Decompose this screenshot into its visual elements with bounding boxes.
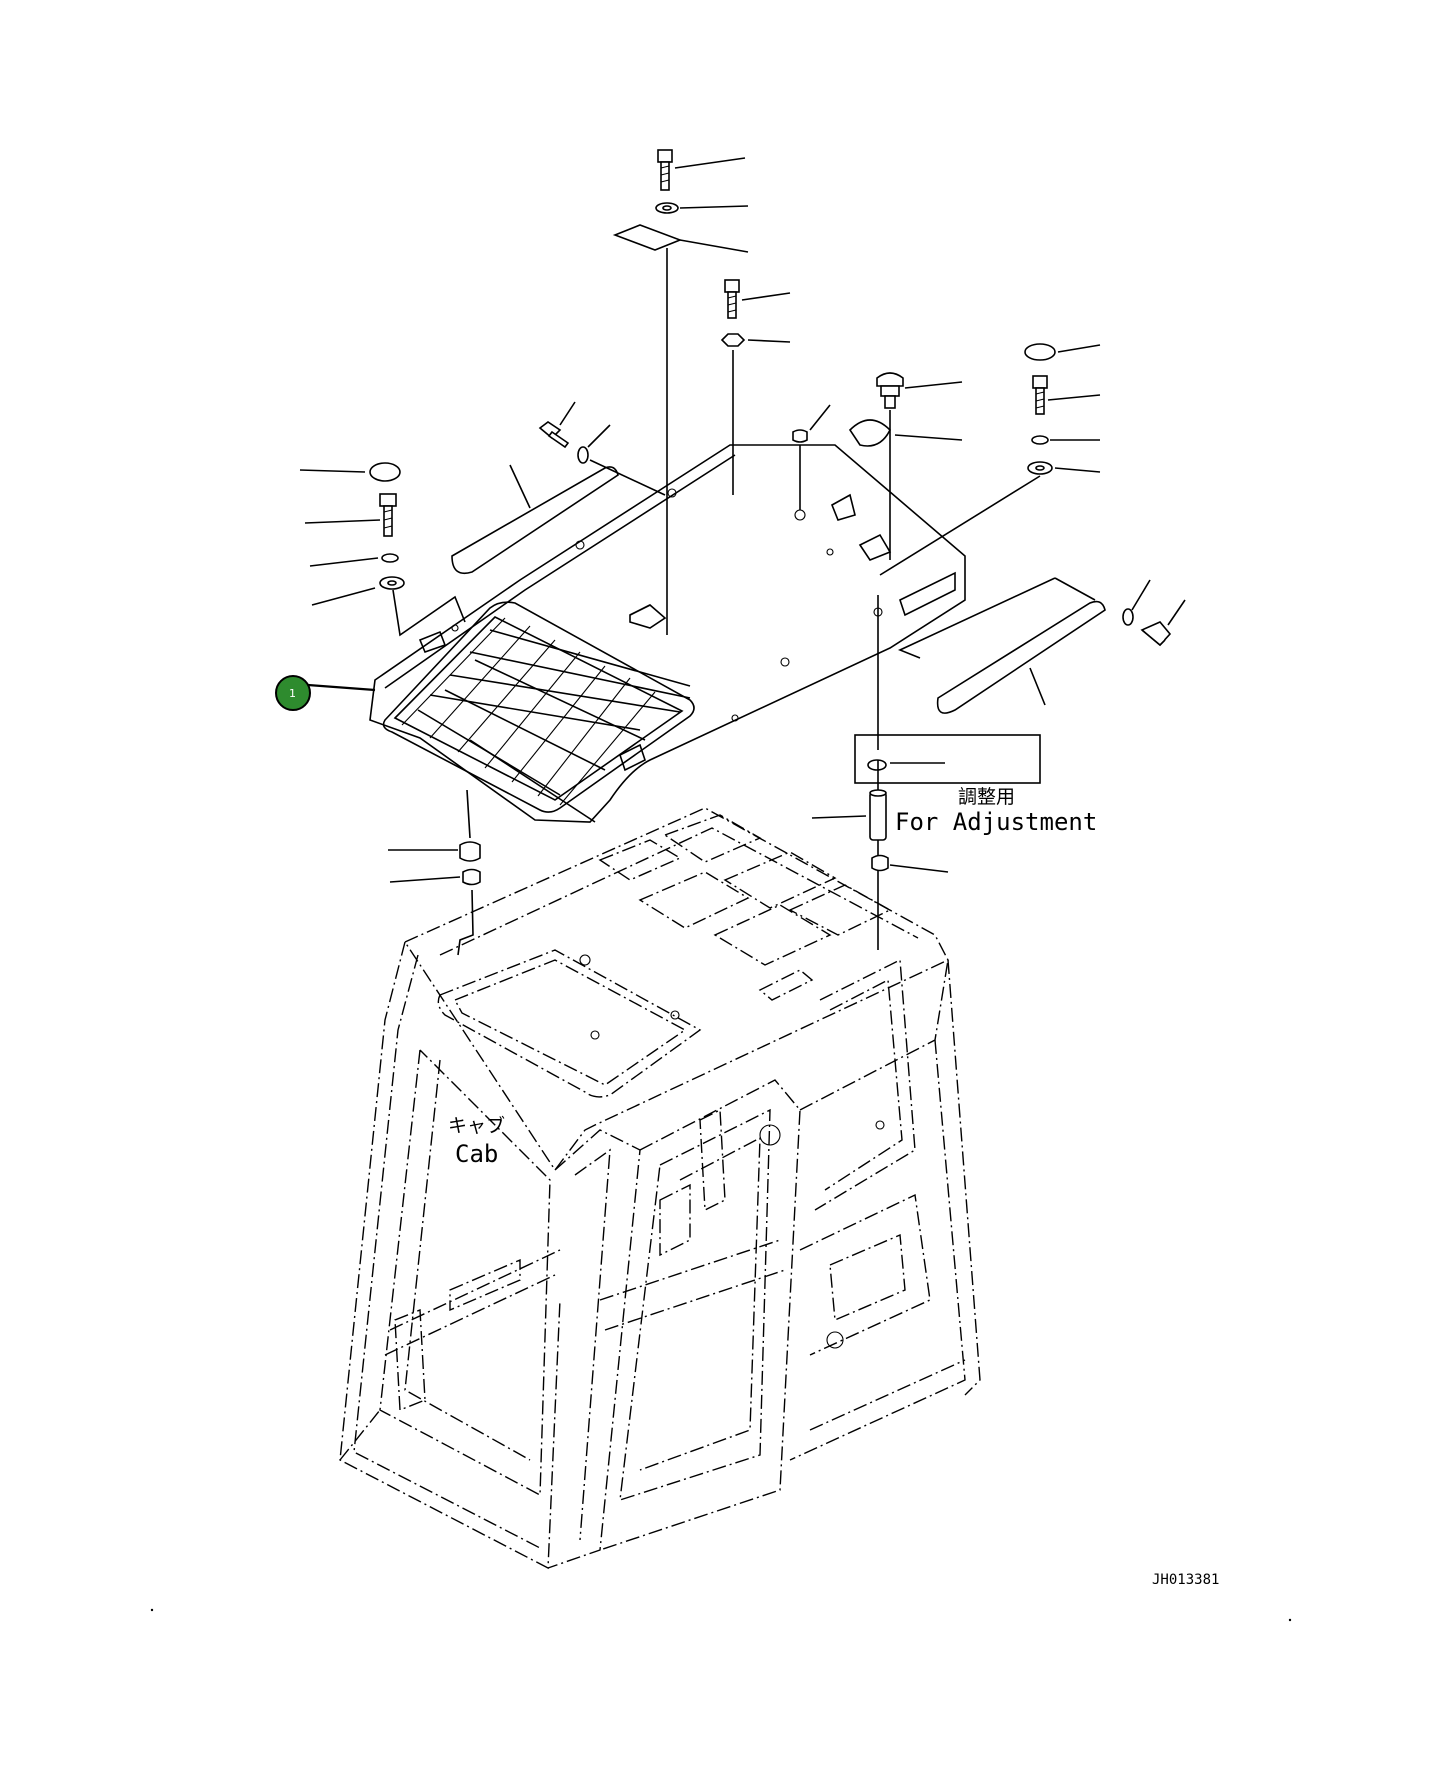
spacer-adjustment bbox=[811, 789, 887, 841]
rail-leader bbox=[897, 577, 1056, 659]
nut-middle bbox=[720, 333, 791, 495]
cap-right bbox=[1024, 343, 1101, 361]
nut-bottom-left bbox=[389, 868, 481, 886]
callout-1[interactable]: 1 bbox=[275, 675, 376, 711]
bolt-rail-right bbox=[1140, 599, 1186, 647]
leader-left-rail bbox=[509, 464, 531, 509]
corner-mark-right bbox=[1288, 1618, 1292, 1622]
washer-left-1 bbox=[309, 553, 399, 567]
washer-rail-right bbox=[1122, 579, 1151, 626]
cab-frame bbox=[339, 807, 981, 1570]
cab-label-jp: キャブ bbox=[448, 1114, 505, 1137]
bolt-top bbox=[657, 149, 746, 191]
bolt-left-angled bbox=[538, 401, 576, 449]
leader-bottom-left-top bbox=[466, 789, 471, 839]
leader-left-stack bbox=[392, 589, 466, 637]
right-rail bbox=[936, 600, 1106, 714]
adjustment-label-en: For Adjustment bbox=[895, 808, 1097, 836]
washer-right-2 bbox=[879, 461, 1101, 576]
cap-left bbox=[299, 462, 401, 482]
callout-circle[interactable] bbox=[275, 675, 311, 711]
washer-top bbox=[655, 202, 749, 214]
adjustment-label-jp: 調整用 bbox=[958, 786, 1015, 808]
corner-mark-left bbox=[150, 1608, 154, 1612]
bolt-right bbox=[1032, 375, 1101, 415]
bolt-left bbox=[304, 493, 397, 537]
bolt-middle bbox=[724, 279, 791, 319]
nut-bottom-right bbox=[871, 854, 949, 873]
callout-number: 1 bbox=[289, 687, 296, 700]
left-rail bbox=[451, 466, 619, 575]
leader-bottom-left bbox=[457, 889, 474, 956]
leader-left-angled bbox=[589, 459, 666, 496]
plug-bolt bbox=[876, 372, 963, 560]
drawing-id: JH013381 bbox=[1152, 1572, 1219, 1588]
adjustment-box bbox=[854, 734, 1041, 784]
grille bbox=[382, 601, 695, 813]
plate-top bbox=[612, 224, 749, 253]
washer-left-2 bbox=[311, 576, 405, 606]
spacer-mid bbox=[792, 404, 831, 510]
leader-rail-lower bbox=[1029, 667, 1046, 706]
bushing-bottom-left bbox=[388, 841, 481, 862]
cab-label-en: Cab bbox=[455, 1140, 498, 1168]
hole-cover bbox=[629, 604, 651, 616]
leader-rail-right bbox=[1054, 577, 1096, 601]
washer-left-angled bbox=[577, 424, 611, 464]
washer-right-1 bbox=[1031, 435, 1100, 445]
hole-cap bbox=[848, 419, 963, 447]
